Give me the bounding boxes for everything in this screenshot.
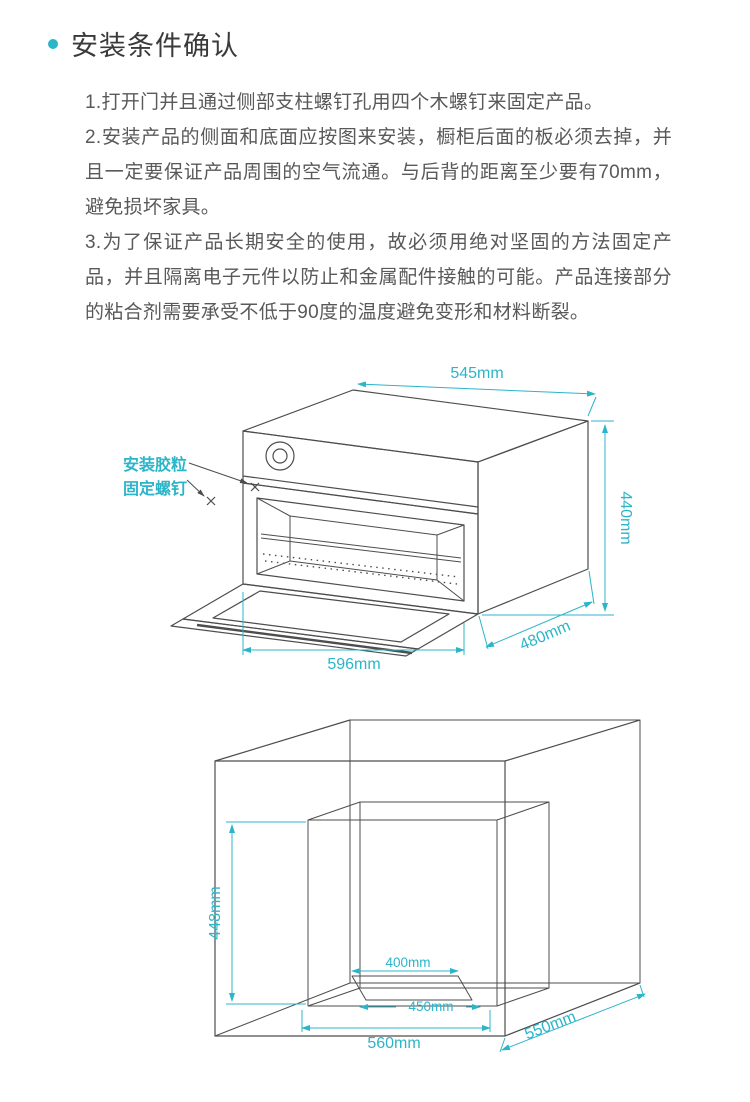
cabinet-dimension-diagram: 448mm 400mm 450mm 560mm 550mm [180, 718, 750, 1063]
cabinet-dimension-lines [226, 821, 646, 1053]
dim-bottom-width-label: 596mm [327, 656, 380, 673]
cabinet-outline [214, 719, 641, 1037]
vent-cutout [351, 975, 473, 1001]
screw-mark-icon [250, 482, 260, 492]
open-door [182, 583, 479, 650]
oven-dimension-diagram: 545mm 440mm 480mm 596mm 安装胶粒 固定螺钉 [65, 364, 750, 704]
dim-niche-width-label: 560mm [367, 1035, 420, 1052]
annotation-arrows [186, 462, 248, 497]
dim-top-width-label: 545mm [450, 365, 503, 382]
cabinet-drawing: 448mm 400mm 450mm 560mm 550mm [207, 719, 646, 1053]
instruction-step-1: 1.打开门并且通过侧部支柱螺钉孔用四个木螺钉来固定产品。 [85, 92, 604, 113]
screw-mark-icon [206, 496, 216, 506]
oven-drawing: 545mm 440mm 480mm 596mm 安装胶粒 固定螺钉 [123, 365, 634, 673]
oven-body-outline [170, 389, 589, 657]
instruction-step-3: 3.为了保证产品长期安全的使用，故必须用绝对坚固的方法固定产品，并且隔离电子元件… [85, 232, 672, 323]
control-knob-icon [265, 441, 295, 471]
dim-vent-width-label: 400mm [385, 955, 430, 970]
section-title: 安装条件确认 [71, 31, 239, 61]
perforated-tray [262, 553, 460, 578]
instructions-block: 1.打开门并且通过侧部支柱螺钉孔用四个木螺钉来固定产品。 2.安装产品的侧面和底… [85, 85, 672, 330]
dim-niche-height-label: 448mm [207, 886, 224, 939]
dim-right-depth-label: 480mm [517, 618, 573, 654]
dim-right-height-label: 440mm [617, 491, 634, 544]
annotation-screw-label: 固定螺钉 [123, 479, 187, 498]
bullet-dot-icon [48, 38, 58, 49]
instruction-step-2: 2.安装产品的侧面和底面应按图来安装，橱柜后面的板必须去掉，并且一定要保证产品周… [85, 127, 672, 218]
dim-vent-depth-label: 450mm [408, 999, 453, 1014]
install-instructions-page: 安装条件确认 1.打开门并且通过侧部支柱螺钉孔用四个木螺钉来固定产品。 2.安装… [0, 24, 750, 1102]
annotation-glue-label: 安装胶粒 [123, 455, 187, 474]
section-header: 安装条件确认 [48, 24, 750, 63]
dim-niche-depth-label: 550mm [522, 1008, 578, 1043]
dimension-lines [242, 381, 614, 655]
